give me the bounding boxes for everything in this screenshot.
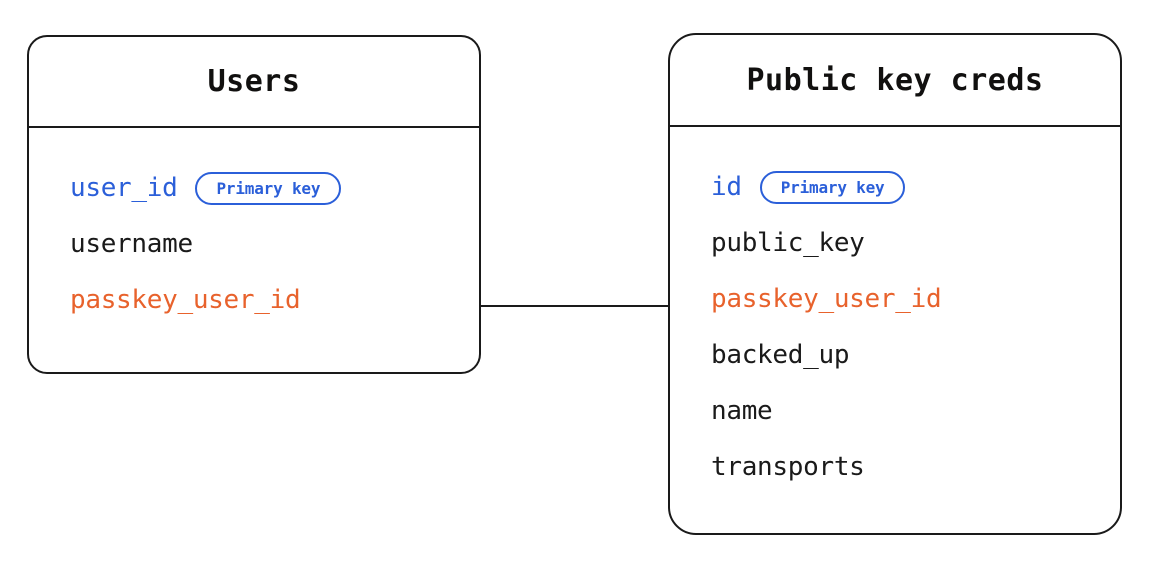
entity-title-users: Users — [207, 64, 301, 99]
field-row-public-key[interactable]: public_key — [711, 215, 1120, 271]
field-row-transports[interactable]: transports — [711, 439, 1120, 495]
field-row-passkey-user-id[interactable]: passkey_user_id — [711, 271, 1120, 327]
field-name-user-id: user_id — [70, 173, 178, 203]
field-name-transports: transports — [711, 452, 865, 482]
field-name-username: username — [70, 229, 193, 259]
entity-box-users[interactable]: Users user_id Primary key username passk… — [27, 35, 481, 374]
field-name-passkey-user-id: passkey_user_id — [70, 285, 301, 315]
entity-header-public-key-creds: Public key creds — [670, 35, 1120, 127]
field-name-passkey-user-id: passkey_user_id — [711, 284, 942, 314]
field-name-id: id — [711, 172, 742, 202]
relationship-connector-passkey-user-id — [481, 305, 668, 307]
field-row-username[interactable]: username — [70, 216, 479, 272]
field-name-public-key: public_key — [711, 228, 865, 258]
primary-key-badge: Primary key — [195, 171, 342, 205]
entity-box-public-key-creds[interactable]: Public key creds id Primary key public_k… — [668, 33, 1122, 535]
field-list-public-key-creds: id Primary key public_key passkey_user_i… — [670, 127, 1120, 495]
entity-title-public-key-creds: Public key creds — [746, 62, 1044, 98]
entity-header-users: Users — [29, 37, 479, 128]
primary-key-badge: Primary key — [759, 170, 906, 204]
field-row-name[interactable]: name — [711, 383, 1120, 439]
field-name-name: name — [711, 396, 773, 426]
field-row-user-id[interactable]: user_id Primary key — [70, 160, 479, 216]
field-row-passkey-user-id[interactable]: passkey_user_id — [70, 272, 479, 328]
field-name-backed-up: backed_up — [711, 340, 850, 370]
field-row-id[interactable]: id Primary key — [711, 159, 1120, 215]
field-list-users: user_id Primary key username passkey_use… — [29, 128, 479, 328]
field-row-backed-up[interactable]: backed_up — [711, 327, 1120, 383]
